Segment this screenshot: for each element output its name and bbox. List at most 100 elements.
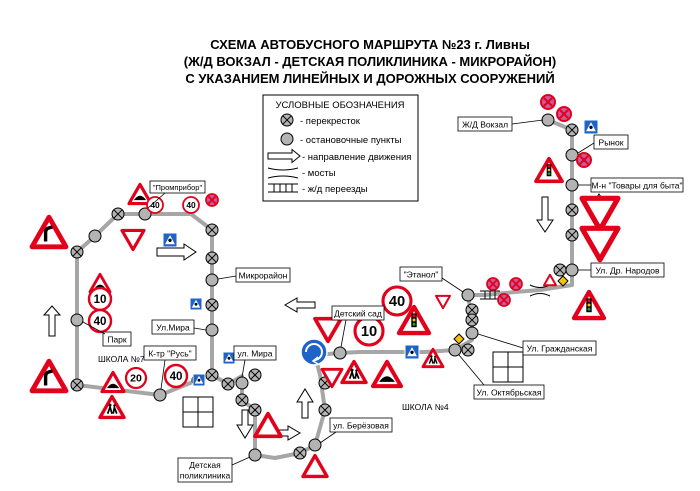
arrow-right-top [156,243,197,261]
stop-icon [280,132,294,146]
stop-grazhdanskaya [465,326,479,340]
stop-zhd-vokzal [541,113,555,127]
speed-limit-10-park: 10 [87,286,113,312]
speed-limit-40-park: 40 [87,308,113,334]
label-detsky-sad: Детский сад [334,309,382,319]
stop-mira-lower [235,376,249,390]
main-road-sign-right [557,275,569,287]
crossroad-icon [461,343,475,357]
bridge-icon [267,167,299,179]
give-way-sign-bottom-2 [301,453,329,479]
label-tovary: М-н "Товары для быта" [592,181,683,191]
warning-bump-sign-shkola7 [100,370,126,394]
crossroad-icon [553,263,567,277]
crossroad-icon [221,377,235,391]
label-rynok: Рынок [599,138,624,148]
crossroad-icon [465,313,479,327]
warning-bump-sign-promprobor [127,182,153,206]
arrow-left-mid [284,297,316,313]
stop-tovary [565,178,579,192]
crossroad-icon [248,403,262,417]
pedestrian-crossing-sign-mira [189,297,203,311]
label-shkola4: ШКОЛА №4 [402,402,449,412]
speed-limit-value: 20 [130,373,142,385]
label-poliklinika-1: Детская [189,460,221,470]
no-stopping-sign-rail-1 [486,277,500,291]
no-stopping-sign-top [205,193,219,207]
stop-beryozovaya [308,438,322,452]
no-stopping-sign-rail-2 [509,277,523,291]
roundabout-sign [300,338,328,366]
rail-crossing-mark [480,290,500,300]
warning-curve-sign-top-left [29,214,69,250]
label-narodov: Ул. Др. Народов [595,266,660,276]
crossroad-icon [565,123,579,137]
crossroad-icon [293,446,307,460]
junction-icon-left [182,396,214,428]
stop-narodov [565,263,579,277]
give-way-sign-bottom [253,411,283,439]
no-stopping-sign-rail-3 [497,293,511,307]
title-line-2: (Ж/Д ВОКЗАЛ - ДЕТСКАЯ ПОЛИКЛИНИКА - МИКР… [184,54,556,69]
speed-limit-40-promprobor-1: 40 [146,196,164,214]
speed-limit-value: 40 [150,200,160,210]
crossroad-icon [111,207,125,221]
junction-icon-right [492,351,524,383]
legend-arrow-text: - направление движения [302,152,411,163]
crossroad-icon [70,245,84,259]
stop-mira-upper [205,323,219,337]
crossroad-icon [248,368,262,382]
yield-sign-center-2 [320,367,344,389]
crossroad-icon [318,403,332,417]
label-promprobor: "Промприбор" [153,183,203,192]
speed-limit-value: 10 [94,294,107,306]
label-rus: К-тр "Русь" [148,349,191,359]
arrow-icon [267,148,301,164]
label-shkola7: ШКОЛА №7 [98,354,145,364]
warning-bump-sign-center [371,359,403,389]
yield-sign-center [313,316,343,344]
stop-top-left [88,229,102,243]
pedestrian-crossing-sign-top [162,232,178,248]
label-zhd-vokzal: Ж/Д Вокзал [462,120,508,130]
warning-curve-sign-bottom-left [29,358,69,394]
give-way-sign-small-right [543,273,557,287]
label-mira-lower: ул. Мира [237,349,272,359]
crossroad-icon [565,228,579,242]
speed-limit-40-center: 40 [381,285,413,317]
speed-limit-value: 40 [389,294,405,310]
speed-limit-value: 40 [186,200,196,210]
no-stopping-sign-vokzal-2 [556,106,572,122]
title-line-1: СХЕМА АВТОБУСНОГО МАРШРУТА №23 г. Ливны [210,37,530,52]
yield-sign-right-2 [579,225,621,263]
crossroad-icon [205,368,219,382]
children-sign-shkola4 [421,347,445,369]
legend-title: УСЛОВНЫЕ ОБОЗНАЧЕНИЯ [275,100,404,111]
speed-limit-40-promprobor-2: 40 [182,196,200,214]
crossroads [70,123,579,460]
speed-limit-value: 40 [170,371,183,383]
rail-crossing-icon [268,183,298,193]
legend-crossroad-text: - перекресток [300,116,361,127]
label-grazhdanskaya: Ул. Гражданская [527,344,593,354]
crossroad-icon [205,251,219,265]
children-sign-shkola7 [98,394,126,420]
traffic-light-sign-narodov [571,289,607,321]
arrow-up-park [42,305,62,337]
place-labels: Ж/Д Вокзал Рынок М-н "Товары для быта" У… [82,116,684,483]
stop-oktyabrskaya [448,343,462,357]
no-stopping-sign-vokzal-1 [540,94,556,110]
arrow-down-right [536,196,554,233]
crossroad-icon [280,113,294,127]
yield-sign-right-1 [579,195,621,233]
stops [70,113,579,462]
stop-poliklinika [248,448,262,462]
stop-park [70,313,84,327]
legend-rail-text: - ж/д переезды [302,184,368,195]
arrow-up-right [296,388,314,419]
pedestrian-crossing-sign-rus [192,373,206,387]
label-poliklinika-2: поликлиника [180,471,231,481]
pedestrian-crossing-sign-mira-lower [222,351,236,365]
speed-limit-10-center: 10 [353,315,385,347]
speed-limit-40-rus: 40 [163,363,189,389]
